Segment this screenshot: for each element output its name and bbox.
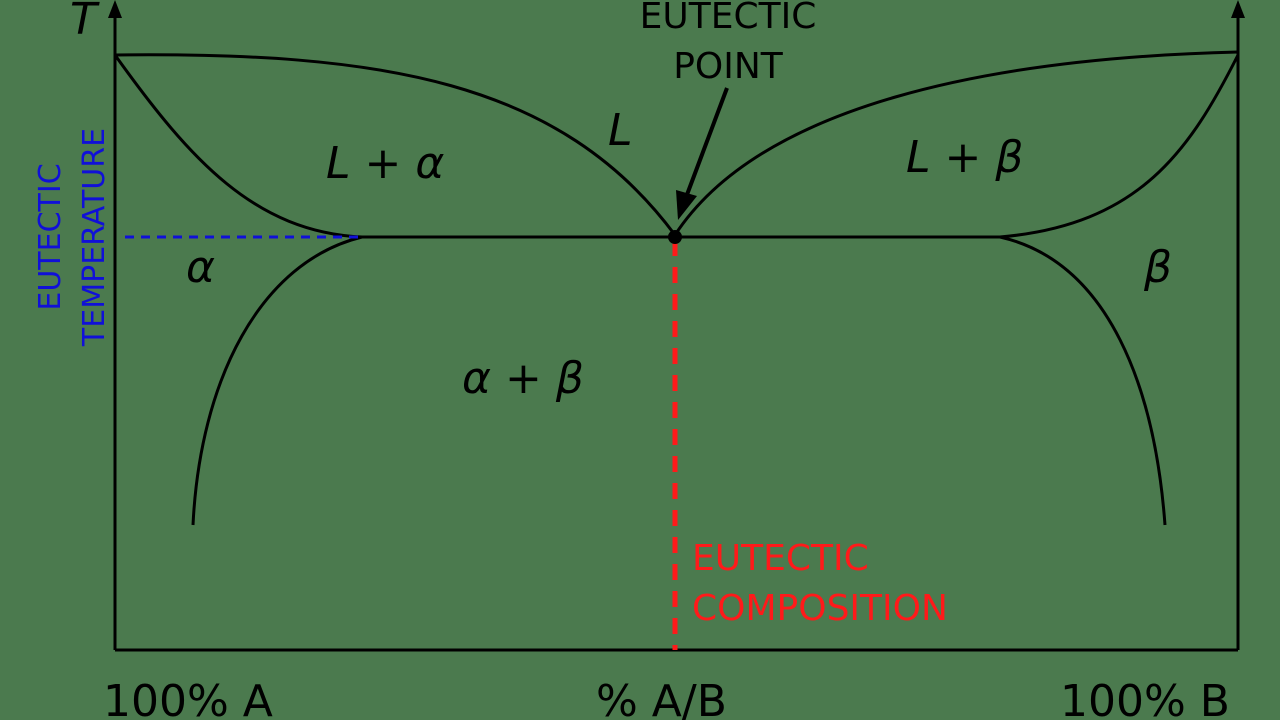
x-axis-label-right: 100% B: [1060, 676, 1230, 720]
eutectic-temperature-label: EUTECTIC TEMPERATURE: [33, 128, 112, 347]
svg-text:COMPOSITION: COMPOSITION: [692, 588, 948, 629]
axis-arrowheads: [108, 0, 1245, 18]
region-label-liquid-beta: L + β: [906, 132, 1023, 183]
solvus-right: [999, 235, 1167, 526]
x-axis-label-left: 100% A: [103, 676, 273, 720]
liquidus-right: [673, 50, 1239, 236]
eutectic-point-arrow: [676, 87, 729, 220]
x-axis-label-middle: % A/B: [596, 676, 727, 720]
eutectic-composition-label: EUTECTIC COMPOSITION: [692, 538, 948, 629]
liquidus-left: [114, 53, 677, 236]
region-label-alpha: α: [186, 242, 215, 293]
arrowhead-icon: [676, 190, 697, 220]
eutectic-point-marker: [668, 230, 682, 244]
region-label-alpha-beta: α + β: [462, 353, 584, 404]
eutectic-point-label-line1: EUTECTIC: [640, 0, 817, 37]
svg-text:EUTECTIC: EUTECTIC: [33, 163, 68, 310]
region-label-beta: β: [1143, 242, 1172, 293]
phase-boundaries: [113, 50, 1240, 526]
region-label-liquid: L: [608, 105, 633, 156]
y-axis-label: T: [70, 0, 100, 45]
right-axis-arrow-icon: [1231, 0, 1245, 18]
svg-text:EUTECTIC: EUTECTIC: [692, 538, 869, 579]
solidus-left: [113, 54, 363, 239]
solvus-left: [191, 235, 363, 526]
svg-text:TEMPERATURE: TEMPERATURE: [77, 128, 112, 347]
left-axis-arrow-icon: [108, 0, 122, 18]
region-label-liquid-alpha: L + α: [326, 138, 444, 189]
eutectic-point-label-line2: POINT: [673, 46, 784, 87]
solidus-right: [999, 54, 1240, 239]
